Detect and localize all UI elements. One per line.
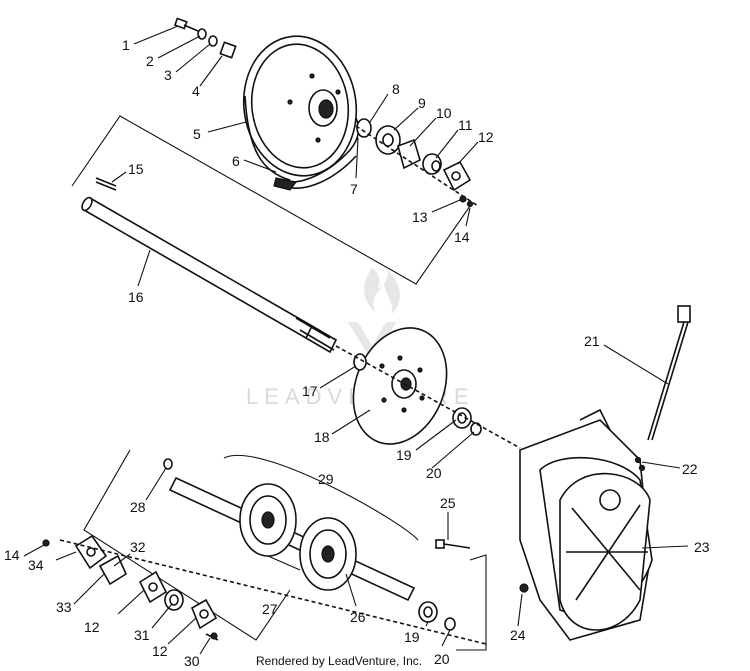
callout-31: 31 bbox=[134, 627, 150, 643]
callout-24: 24 bbox=[510, 627, 526, 643]
shaft-16 bbox=[81, 196, 338, 354]
pin-15 bbox=[95, 177, 117, 191]
callout-9: 9 bbox=[418, 95, 426, 111]
callout-1: 1 bbox=[122, 37, 130, 53]
shaft-assembly-bracket bbox=[71, 115, 471, 285]
washer-3 bbox=[208, 35, 218, 47]
bearing-9 bbox=[375, 125, 401, 155]
bolt-1 bbox=[173, 17, 199, 32]
bolt-25 bbox=[435, 539, 471, 549]
adjuster-bolt-21 bbox=[647, 305, 691, 441]
callout-23: 23 bbox=[694, 539, 710, 555]
callout-7: 7 bbox=[350, 181, 358, 197]
flange-12-c bbox=[190, 598, 218, 630]
callout-11: 11 bbox=[458, 117, 473, 133]
callout-21: 21 bbox=[584, 333, 600, 349]
callout-8: 8 bbox=[392, 81, 400, 97]
plug-28 bbox=[163, 458, 173, 470]
callout-20-top: 20 bbox=[426, 465, 442, 481]
housing-bracket bbox=[456, 554, 487, 651]
callout-12-bottom: 12 bbox=[152, 643, 168, 659]
bolt-30 bbox=[205, 632, 219, 641]
callout-5: 5 bbox=[193, 126, 201, 142]
callout-14-bottom: 14 bbox=[4, 547, 20, 563]
bearing-31 bbox=[164, 589, 184, 611]
leader-lines bbox=[23, 25, 689, 655]
flange-12 bbox=[442, 160, 472, 192]
callout-4: 4 bbox=[192, 83, 200, 99]
callout-28: 28 bbox=[130, 499, 146, 515]
callout-27: 27 bbox=[262, 601, 278, 617]
watermark-logo bbox=[348, 268, 400, 362]
callout-12-mid: 12 bbox=[84, 619, 100, 635]
callout-25: 25 bbox=[440, 495, 456, 511]
callout-2: 2 bbox=[146, 53, 154, 69]
bearing-19-top bbox=[452, 407, 472, 429]
chaincase-cover-23 bbox=[559, 472, 651, 631]
sprocket-27a bbox=[239, 483, 297, 557]
nut-24 bbox=[519, 583, 529, 593]
callout-15: 15 bbox=[128, 161, 144, 177]
axis-line-bottom bbox=[59, 539, 487, 645]
callout-3: 3 bbox=[164, 67, 172, 83]
washer-2 bbox=[197, 28, 207, 40]
axis-line-top bbox=[355, 125, 479, 207]
callout-33: 33 bbox=[56, 599, 72, 615]
credit-text: Rendered by LeadVenture, Inc. bbox=[256, 654, 422, 668]
callout-34: 34 bbox=[28, 557, 44, 573]
spacer-4 bbox=[219, 41, 237, 59]
drive-assembly-bracket bbox=[83, 449, 291, 641]
bearing-19-bottom bbox=[418, 601, 438, 623]
brake-disc-18 bbox=[352, 327, 448, 445]
callout-20-bottom: 20 bbox=[434, 651, 450, 667]
callout-19-top: 19 bbox=[396, 447, 412, 463]
flange-12-b bbox=[138, 570, 168, 604]
callout-17: 17 bbox=[302, 383, 318, 399]
washer-22a bbox=[634, 456, 642, 464]
sprocket-bracket-29 bbox=[223, 454, 419, 541]
bearing-11 bbox=[422, 153, 442, 175]
callout-26: 26 bbox=[350, 609, 366, 625]
driven-pulley bbox=[242, 35, 358, 181]
callout-22: 22 bbox=[682, 461, 698, 477]
nut-14-bottom bbox=[42, 539, 50, 547]
seal-20-bottom bbox=[444, 617, 456, 631]
callout-12-top: 12 bbox=[478, 129, 494, 145]
callout-16: 16 bbox=[128, 289, 144, 305]
sprocket-27b bbox=[299, 517, 357, 591]
callout-19-bottom: 19 bbox=[404, 629, 420, 645]
flange-10 bbox=[397, 138, 421, 170]
callout-6: 6 bbox=[232, 153, 240, 169]
callout-18: 18 bbox=[314, 429, 330, 445]
callout-32: 32 bbox=[130, 539, 146, 555]
callouts: 1 2 3 4 5 6 7 8 9 10 11 12 13 14 15 16 1… bbox=[4, 37, 710, 669]
washer-22b bbox=[638, 464, 646, 472]
flange-34 bbox=[74, 534, 108, 570]
callout-29: 29 bbox=[318, 471, 334, 487]
washer-8 bbox=[356, 118, 372, 138]
seal-33 bbox=[98, 554, 128, 586]
axis-line-mid bbox=[335, 345, 521, 449]
callout-10: 10 bbox=[436, 105, 452, 121]
callout-13: 13 bbox=[412, 209, 428, 225]
nut-14 bbox=[466, 200, 474, 208]
callout-30: 30 bbox=[184, 653, 200, 669]
callout-14-top: 14 bbox=[454, 229, 470, 245]
